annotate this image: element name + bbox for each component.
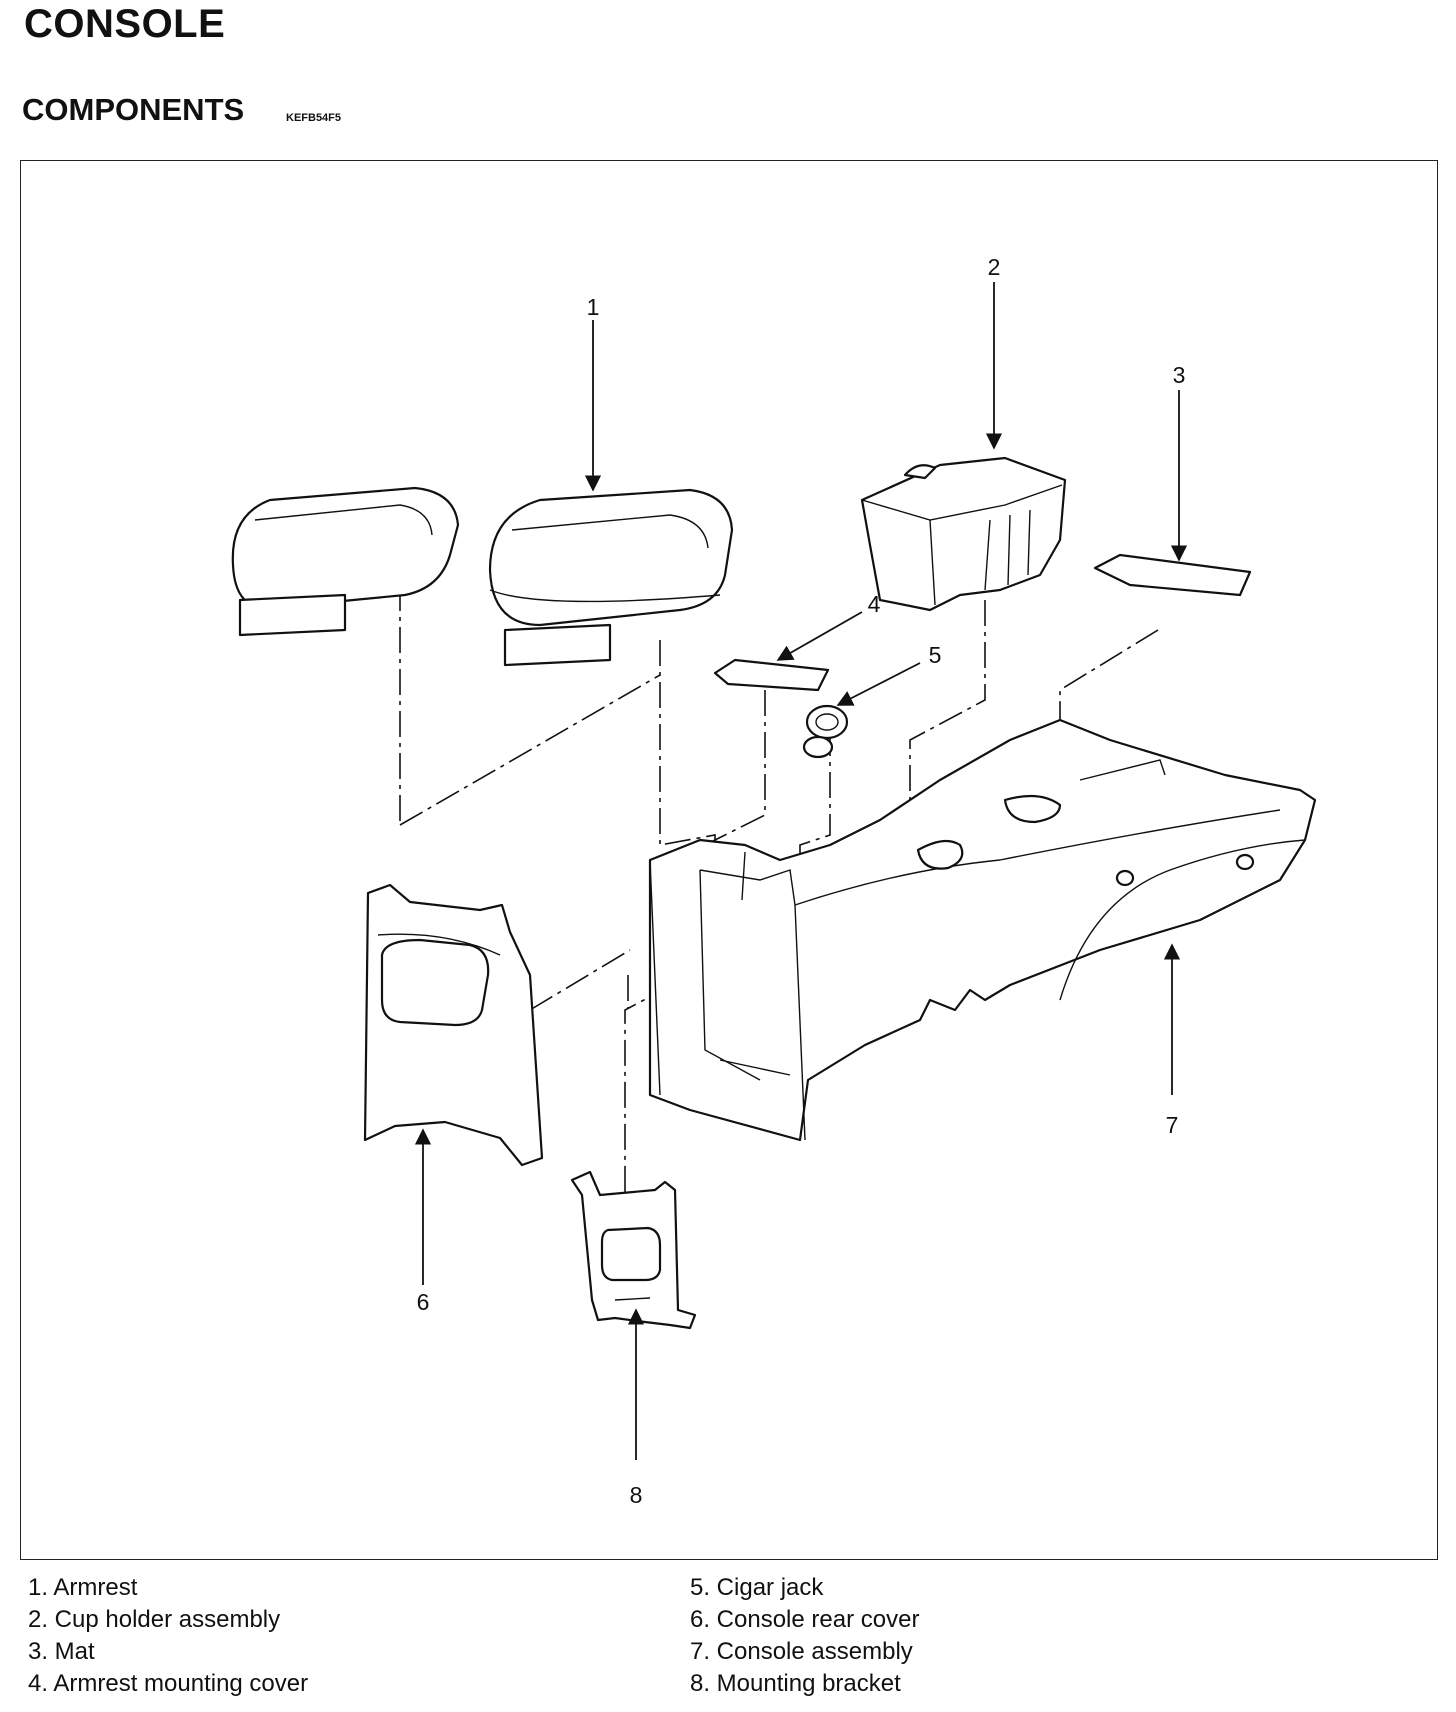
callout-6: 6	[417, 1289, 430, 1315]
legend-column-right: 5. Cigar jack 6. Console rear cover 7. C…	[690, 1572, 919, 1700]
armrest-drawing	[231, 486, 734, 667]
callout-4: 4	[868, 591, 881, 617]
callout-8: 8	[630, 1482, 643, 1508]
legend-item: 6. Console rear cover	[690, 1606, 920, 1633]
legend-column-left: 1. Armrest 2. Cup holder assembly 3. Mat…	[28, 1572, 308, 1700]
page-title: CONSOLE	[24, 2, 226, 46]
callout-7: 7	[1166, 1112, 1179, 1138]
legend-item: 1. Armrest	[28, 1574, 138, 1601]
legend-item: 4. Armrest mounting cover	[28, 1670, 309, 1697]
console-rear-cover-drawing	[363, 883, 544, 1167]
cigar-jack-drawing	[802, 704, 849, 759]
diagram-frame	[20, 160, 1438, 1560]
cup-holder-drawing	[860, 456, 1067, 612]
section-title: COMPONENTS	[22, 92, 245, 127]
legend-item: 8. Mounting bracket	[690, 1670, 901, 1697]
legend-item: 2. Cup holder assembly	[28, 1606, 281, 1633]
mounting-bracket-drawing	[570, 1170, 697, 1330]
legend-item: 7. Console assembly	[690, 1638, 913, 1665]
callout-1: 1	[587, 294, 600, 320]
leader-arrows	[414, 282, 1188, 1460]
console-assembly-drawing	[648, 718, 1317, 1142]
callout-3: 3	[1173, 362, 1186, 388]
mat-drawing	[1093, 553, 1252, 597]
reference-code: KEFB54F5	[286, 112, 342, 124]
callout-5: 5	[929, 642, 942, 668]
legend-item: 5. Cigar jack	[690, 1574, 824, 1601]
armrest-mounting-cover-drawing	[713, 658, 830, 692]
legend-item: 3. Mat	[28, 1638, 95, 1665]
callout-labels: 1 2 3 4 5 6 7 8	[417, 254, 1186, 1508]
callout-2: 2	[988, 254, 1001, 280]
